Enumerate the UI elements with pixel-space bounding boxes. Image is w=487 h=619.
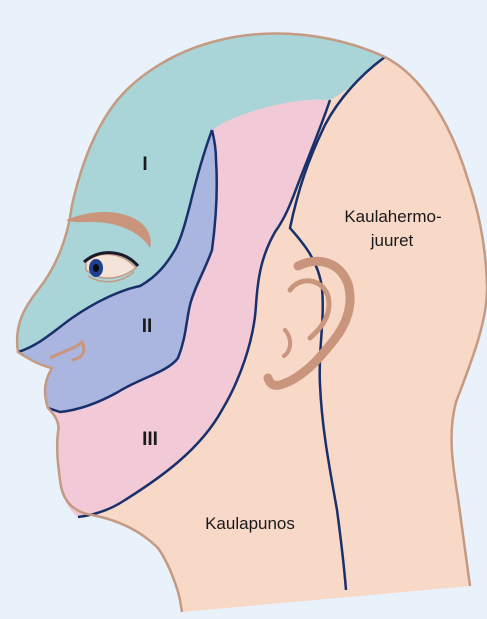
label-v1: I [142,154,147,175]
label-neck-roots-line2: juuret [370,231,414,250]
label-v2: II [142,316,153,337]
label-neck-roots-line1: Kaulahermo- [344,207,441,226]
label-cervical-plexus: Kaulapunos [205,514,295,533]
label-v3: III [142,429,158,450]
